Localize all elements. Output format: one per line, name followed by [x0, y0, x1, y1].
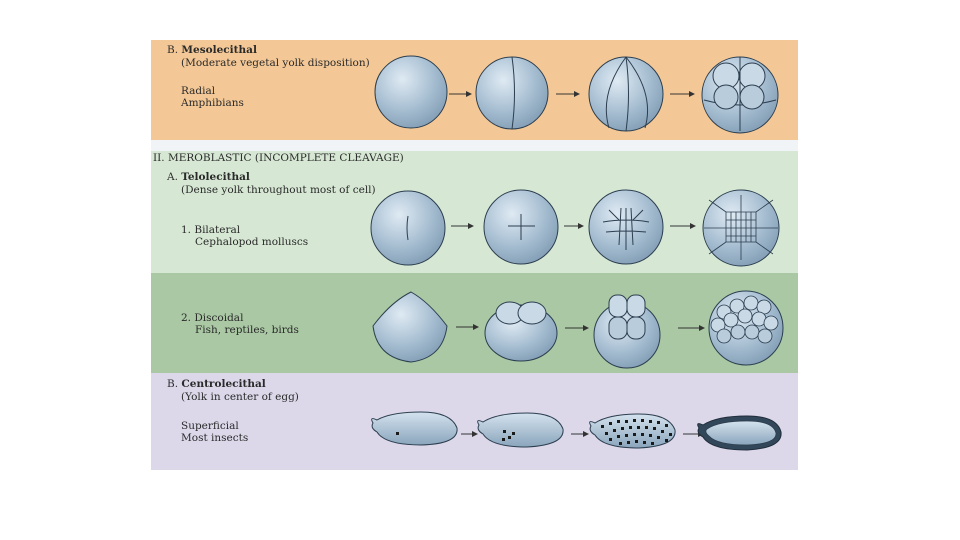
- bilateral-stage-4-cell: [702, 189, 780, 267]
- superficial-stage-3-egg: [589, 413, 676, 449]
- telolecithal-subtitle: (Dense yolk throughout most of cell): [181, 184, 376, 196]
- superficial-stage-2-egg: [477, 412, 564, 448]
- telolecithal-heading-text: Telolecithal: [181, 171, 250, 183]
- telolecithal-type: 1. Bilateral: [181, 224, 241, 236]
- discoidal-stage-4-cell: [708, 290, 784, 366]
- cleavage-illustrations: [370, 55, 784, 451]
- discoidal-band: [151, 273, 798, 373]
- discoidal-stage-1-cell: [372, 291, 448, 363]
- meroblastic-header-band: [151, 140, 798, 151]
- mesolecithal-subtitle: (Moderate vegetal yolk disposition): [181, 57, 370, 69]
- discoidal-row: [372, 290, 784, 369]
- centrolecithal-heading-letter: B.: [167, 378, 179, 390]
- centrolecithal-heading: B. Centrolecithal: [167, 378, 266, 390]
- telolecithal-organisms: Cephalopod molluscs: [195, 236, 309, 248]
- mesolecithal-type: Radial: [181, 85, 216, 97]
- mesolecithal-heading: B. Mesolecithal: [167, 44, 257, 56]
- bilateral-stage-1-cell: [370, 190, 446, 266]
- superficial-stage-4-egg: [697, 415, 782, 451]
- bilateral-stage-2-cell: [483, 189, 559, 265]
- radial-stage-8-cell: [701, 56, 779, 134]
- radial-stage-2-cell: [475, 56, 549, 130]
- discoidal-organisms: Fish, reptiles, birds: [195, 324, 299, 336]
- discoidal-type: 2. Discoidal: [181, 312, 244, 324]
- bilateral-stage-3-cell: [588, 189, 664, 265]
- centrolecithal-type: Superficial: [181, 420, 239, 432]
- cleavage-diagram: B. Mesolecithal (Moderate vegetal yolk d…: [151, 40, 798, 470]
- bilateral-row: [370, 189, 780, 267]
- mesolecithal-organisms: Amphibians: [181, 97, 244, 109]
- centrolecithal-heading-text: Centrolecithal: [181, 378, 266, 390]
- radial-stage-4-cell: [588, 56, 664, 132]
- mesolecithal-band: [151, 40, 798, 140]
- telolecithal-band: [151, 151, 798, 273]
- discoidal-stage-3-cell: [593, 294, 661, 369]
- centrolecithal-band: [151, 373, 798, 470]
- mesolecithal-row: [374, 55, 779, 134]
- meroblastic-heading: II. MEROBLASTIC (INCOMPLETE CLEAVAGE): [153, 152, 404, 164]
- telolecithal-heading-letter: A.: [167, 171, 178, 183]
- mesolecithal-heading-text: Mesolecithal: [181, 44, 257, 56]
- superficial-stage-1-egg: [371, 411, 458, 446]
- discoidal-stage-2-cell: [484, 301, 558, 362]
- telolecithal-heading: A. Telolecithal: [167, 171, 250, 183]
- centrolecithal-subtitle: (Yolk in center of egg): [181, 391, 299, 403]
- radial-stage-1-cell: [374, 55, 448, 129]
- superficial-row: [371, 411, 782, 451]
- mesolecithal-heading-letter: B.: [167, 44, 179, 56]
- centrolecithal-organisms: Most insects: [181, 432, 249, 444]
